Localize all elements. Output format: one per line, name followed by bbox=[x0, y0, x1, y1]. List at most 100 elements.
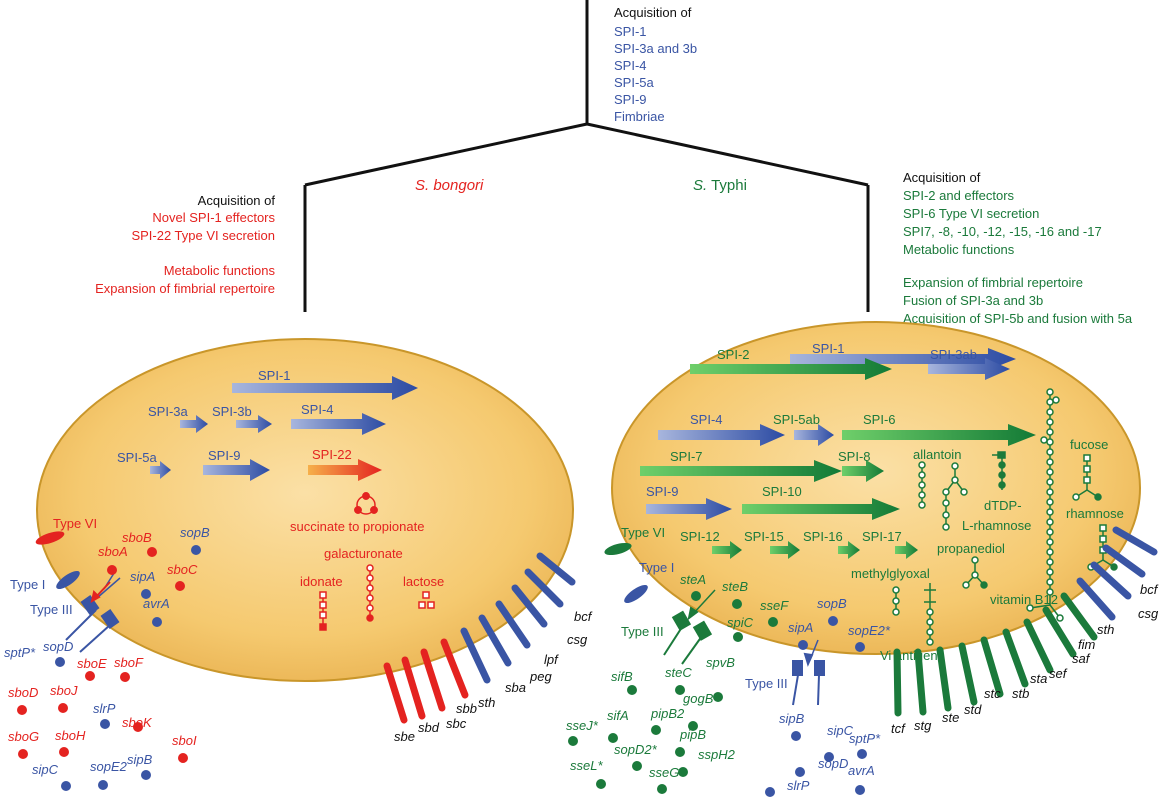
effector-label: sopB bbox=[180, 525, 210, 540]
secretion-label: Type VI bbox=[621, 525, 665, 540]
effector-dot bbox=[791, 731, 801, 741]
effector-dot bbox=[58, 703, 68, 713]
fimbria-label: bcf bbox=[1140, 582, 1159, 597]
typhi-type-iii-blue-icon bbox=[792, 639, 825, 706]
root-item: SPI-1 bbox=[614, 24, 647, 39]
effector-label: gogB bbox=[683, 691, 714, 706]
effector-dot bbox=[175, 581, 185, 591]
island-label: SPI-4 bbox=[301, 402, 334, 417]
effector-dot bbox=[568, 736, 578, 746]
effector-label: sipB bbox=[779, 711, 805, 726]
effector-label: sseJ* bbox=[566, 718, 599, 733]
island-arrow-spi-12 bbox=[712, 541, 742, 559]
island-label: SPI-8 bbox=[838, 449, 871, 464]
effector-dot bbox=[824, 752, 834, 762]
effector-dot bbox=[17, 705, 27, 715]
island-arrow-spi-5ab bbox=[794, 424, 834, 446]
effector-dot bbox=[191, 545, 201, 555]
fimbria bbox=[420, 648, 446, 712]
island-label: SPI-22 bbox=[312, 447, 352, 462]
typhi-item: SPI-2 and effectors bbox=[903, 188, 1015, 203]
effector-label: sboB bbox=[122, 530, 152, 545]
fimbria bbox=[1102, 544, 1146, 578]
effector-dot bbox=[100, 719, 110, 729]
island-label: SPI-1 bbox=[258, 368, 291, 383]
typhi-fimbriae bbox=[893, 526, 1158, 717]
bongori-effectors-inside: sboB sopB sboA sboC sipA avrA bbox=[98, 525, 210, 627]
effector-dot bbox=[795, 767, 805, 777]
bongori-metabolism bbox=[319, 492, 435, 631]
metabolism-label: succinate to propionate bbox=[290, 519, 424, 534]
effector-dot bbox=[657, 784, 667, 794]
root-item: SPI-4 bbox=[614, 58, 647, 73]
island-arrow-spi-4 bbox=[658, 424, 785, 446]
effector-label: sboA bbox=[98, 544, 128, 559]
typhi-effectors-inside: steA steB sseF sopB spiC sipA sopE2* bbox=[680, 572, 891, 652]
effector-label: sopB bbox=[817, 596, 847, 611]
metabolism-label: dTDP- bbox=[984, 498, 1022, 513]
root-item: SPI-3a and 3b bbox=[614, 41, 697, 56]
fimbria-label: fim bbox=[1078, 637, 1096, 652]
island-arrow-spi-4 bbox=[291, 413, 386, 435]
effector-dot bbox=[85, 671, 95, 681]
effector-dot bbox=[765, 787, 775, 797]
island-label: SPI-7 bbox=[670, 449, 703, 464]
effector-dot bbox=[61, 781, 71, 791]
island-label: SPI-10 bbox=[762, 484, 802, 499]
fimbria bbox=[1076, 577, 1116, 621]
effector-label: sopE2* bbox=[848, 623, 891, 638]
bongori-item: SPI-22 Type VI secretion bbox=[131, 228, 275, 243]
island-arrow-spi-5a bbox=[150, 461, 171, 479]
effector-dot bbox=[632, 761, 642, 771]
fimbria-label: tcf bbox=[891, 721, 906, 736]
typhi-item: Fusion of SPI-3a and 3b bbox=[903, 293, 1043, 308]
effector-label: steA bbox=[680, 572, 706, 587]
typhi-type-iii-secretion-icon bbox=[663, 589, 716, 665]
effector-label: sboJ bbox=[50, 683, 78, 698]
fimbria-label: csg bbox=[567, 632, 588, 647]
island-label: SPI-9 bbox=[646, 484, 679, 499]
effector-dot bbox=[141, 589, 151, 599]
fimbria bbox=[495, 600, 531, 649]
effector-label: sifB bbox=[611, 669, 633, 684]
island-label: SPI-2 bbox=[717, 347, 750, 362]
fimbria-label: sth bbox=[478, 695, 495, 710]
effector-dot bbox=[675, 747, 685, 757]
methylglyoxal-molecule-icon bbox=[892, 586, 900, 616]
island-label: SPI-6 bbox=[863, 412, 896, 427]
fimbria bbox=[1002, 628, 1029, 688]
fimbria-label: stg bbox=[914, 718, 932, 733]
galacturonate-molecule-icon bbox=[366, 564, 374, 622]
fimbria-label: std bbox=[964, 702, 982, 717]
branch-label-typhi: S. Typhi bbox=[693, 177, 747, 194]
fimbria-label: peg bbox=[529, 669, 552, 684]
effector-dot bbox=[688, 721, 698, 731]
island-label: SPI-5a bbox=[117, 450, 158, 465]
effector-label: steB bbox=[722, 579, 748, 594]
island-arrow-spi-3ab bbox=[928, 358, 1010, 380]
effector-dot bbox=[798, 640, 808, 650]
fimbria-label: sth bbox=[1097, 622, 1114, 637]
secretion-label: Type III bbox=[621, 624, 664, 639]
effector-dot bbox=[651, 725, 661, 735]
fimbria-label: stb bbox=[1012, 686, 1029, 701]
root-item: SPI-9 bbox=[614, 92, 647, 107]
effector-dot bbox=[18, 749, 28, 759]
island-label: SPI-12 bbox=[680, 529, 720, 544]
bongori-heading: Acquisition of bbox=[198, 193, 276, 208]
metabolism-label: vitamin B12 bbox=[990, 592, 1058, 607]
island-arrow-spi-6 bbox=[842, 424, 1036, 446]
effector-label: sptP* bbox=[849, 731, 881, 746]
effector-label: sipA bbox=[130, 569, 155, 584]
effector-label: avrA bbox=[848, 763, 875, 778]
island-label: SPI-16 bbox=[803, 529, 843, 544]
effector-dot bbox=[178, 753, 188, 763]
effector-dot bbox=[678, 767, 688, 777]
effector-dot bbox=[855, 785, 865, 795]
effector-dot bbox=[828, 616, 838, 626]
fimbria bbox=[401, 656, 426, 720]
effector-dot bbox=[147, 547, 157, 557]
allantoin-molecule-icon bbox=[918, 461, 926, 509]
metabolism-label: galacturonate bbox=[324, 546, 403, 561]
effector-label: sopD bbox=[43, 639, 73, 654]
